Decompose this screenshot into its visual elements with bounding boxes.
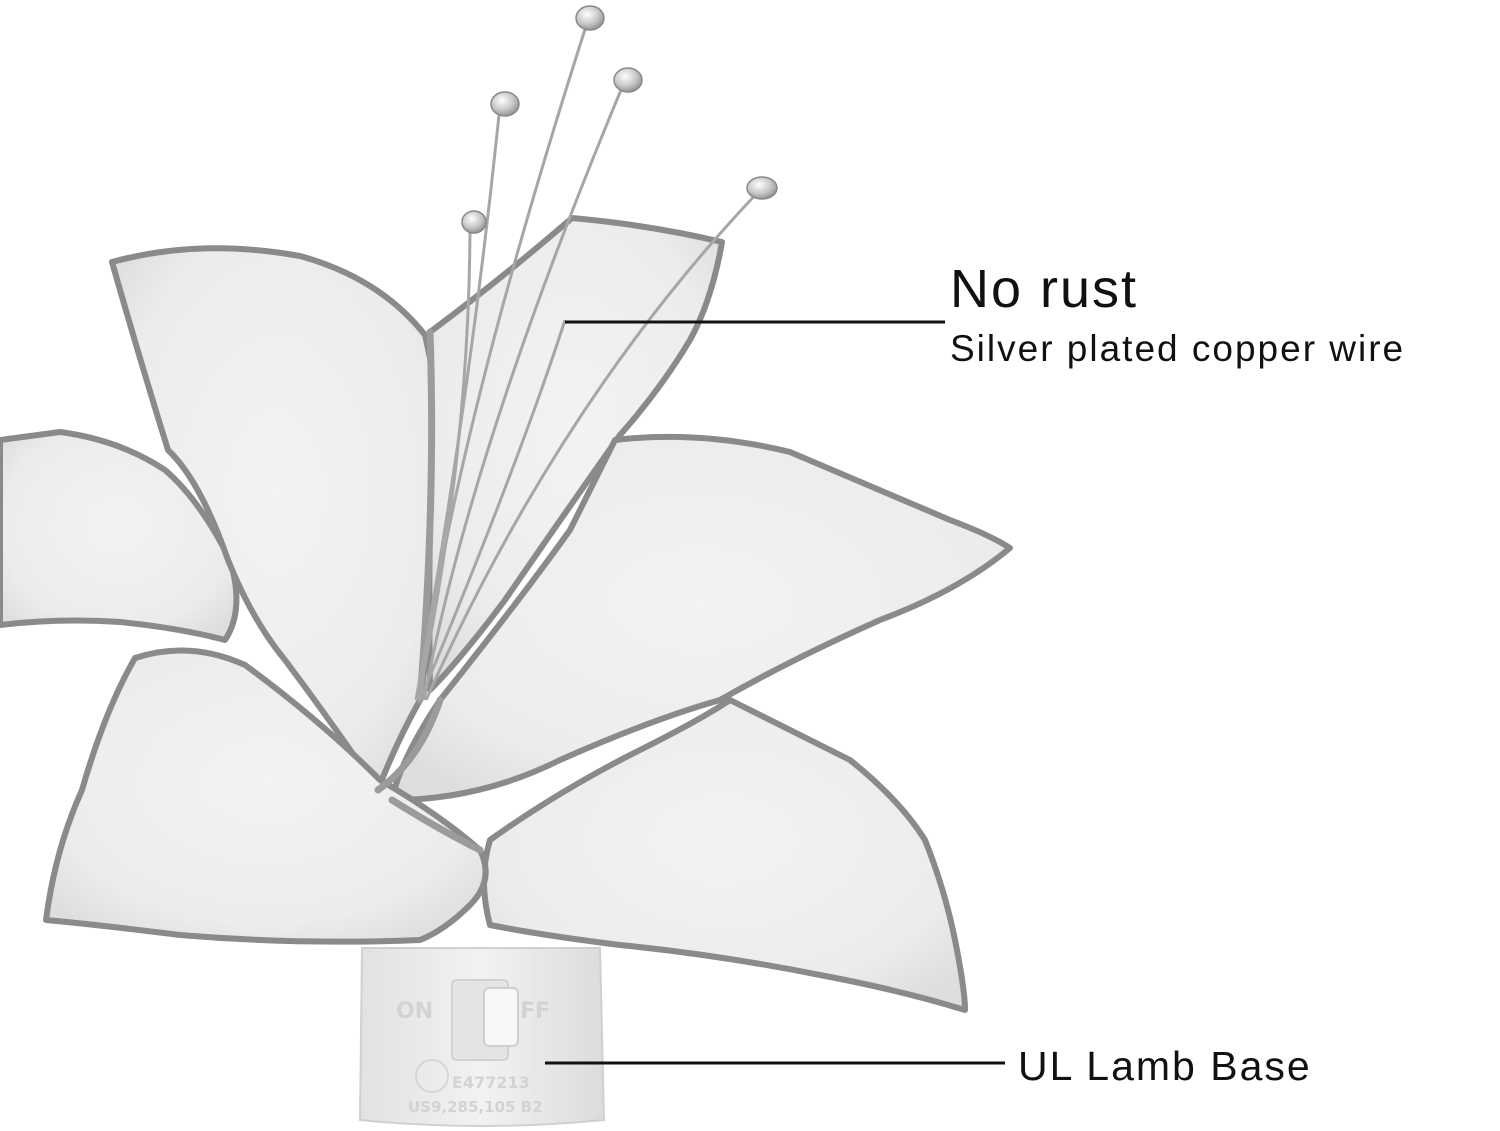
ul-mark-icon: [415, 1059, 449, 1093]
on-label: ON: [396, 999, 433, 1024]
night-light-base: ON FF E477213 US9,285,105 B2: [358, 947, 606, 1127]
callout-base: UL Lamb Base: [1018, 1043, 1312, 1089]
petal-lower-left: [43, 647, 489, 945]
petal-lower-right: [481, 697, 968, 1013]
base-marking: E477213: [452, 1073, 530, 1092]
switch-knob[interactable]: [483, 987, 519, 1047]
lily-petals: [0, 215, 1013, 1013]
off-label: FF: [520, 999, 550, 1024]
stamen-wires: [414, 19, 762, 701]
leader-lines: [545, 320, 1005, 1065]
callout-wire: Silver plated copper wire: [950, 328, 1406, 369]
petal-back: [426, 215, 725, 693]
base-patent-marking: US9,285,105 B2: [408, 1098, 543, 1116]
stamen-beads: [461, 5, 778, 234]
petal-left: [0, 429, 240, 643]
petal-right: [389, 433, 1013, 803]
petal-upper-left: [109, 245, 444, 793]
callout-no-rust: No rust: [950, 259, 1139, 319]
